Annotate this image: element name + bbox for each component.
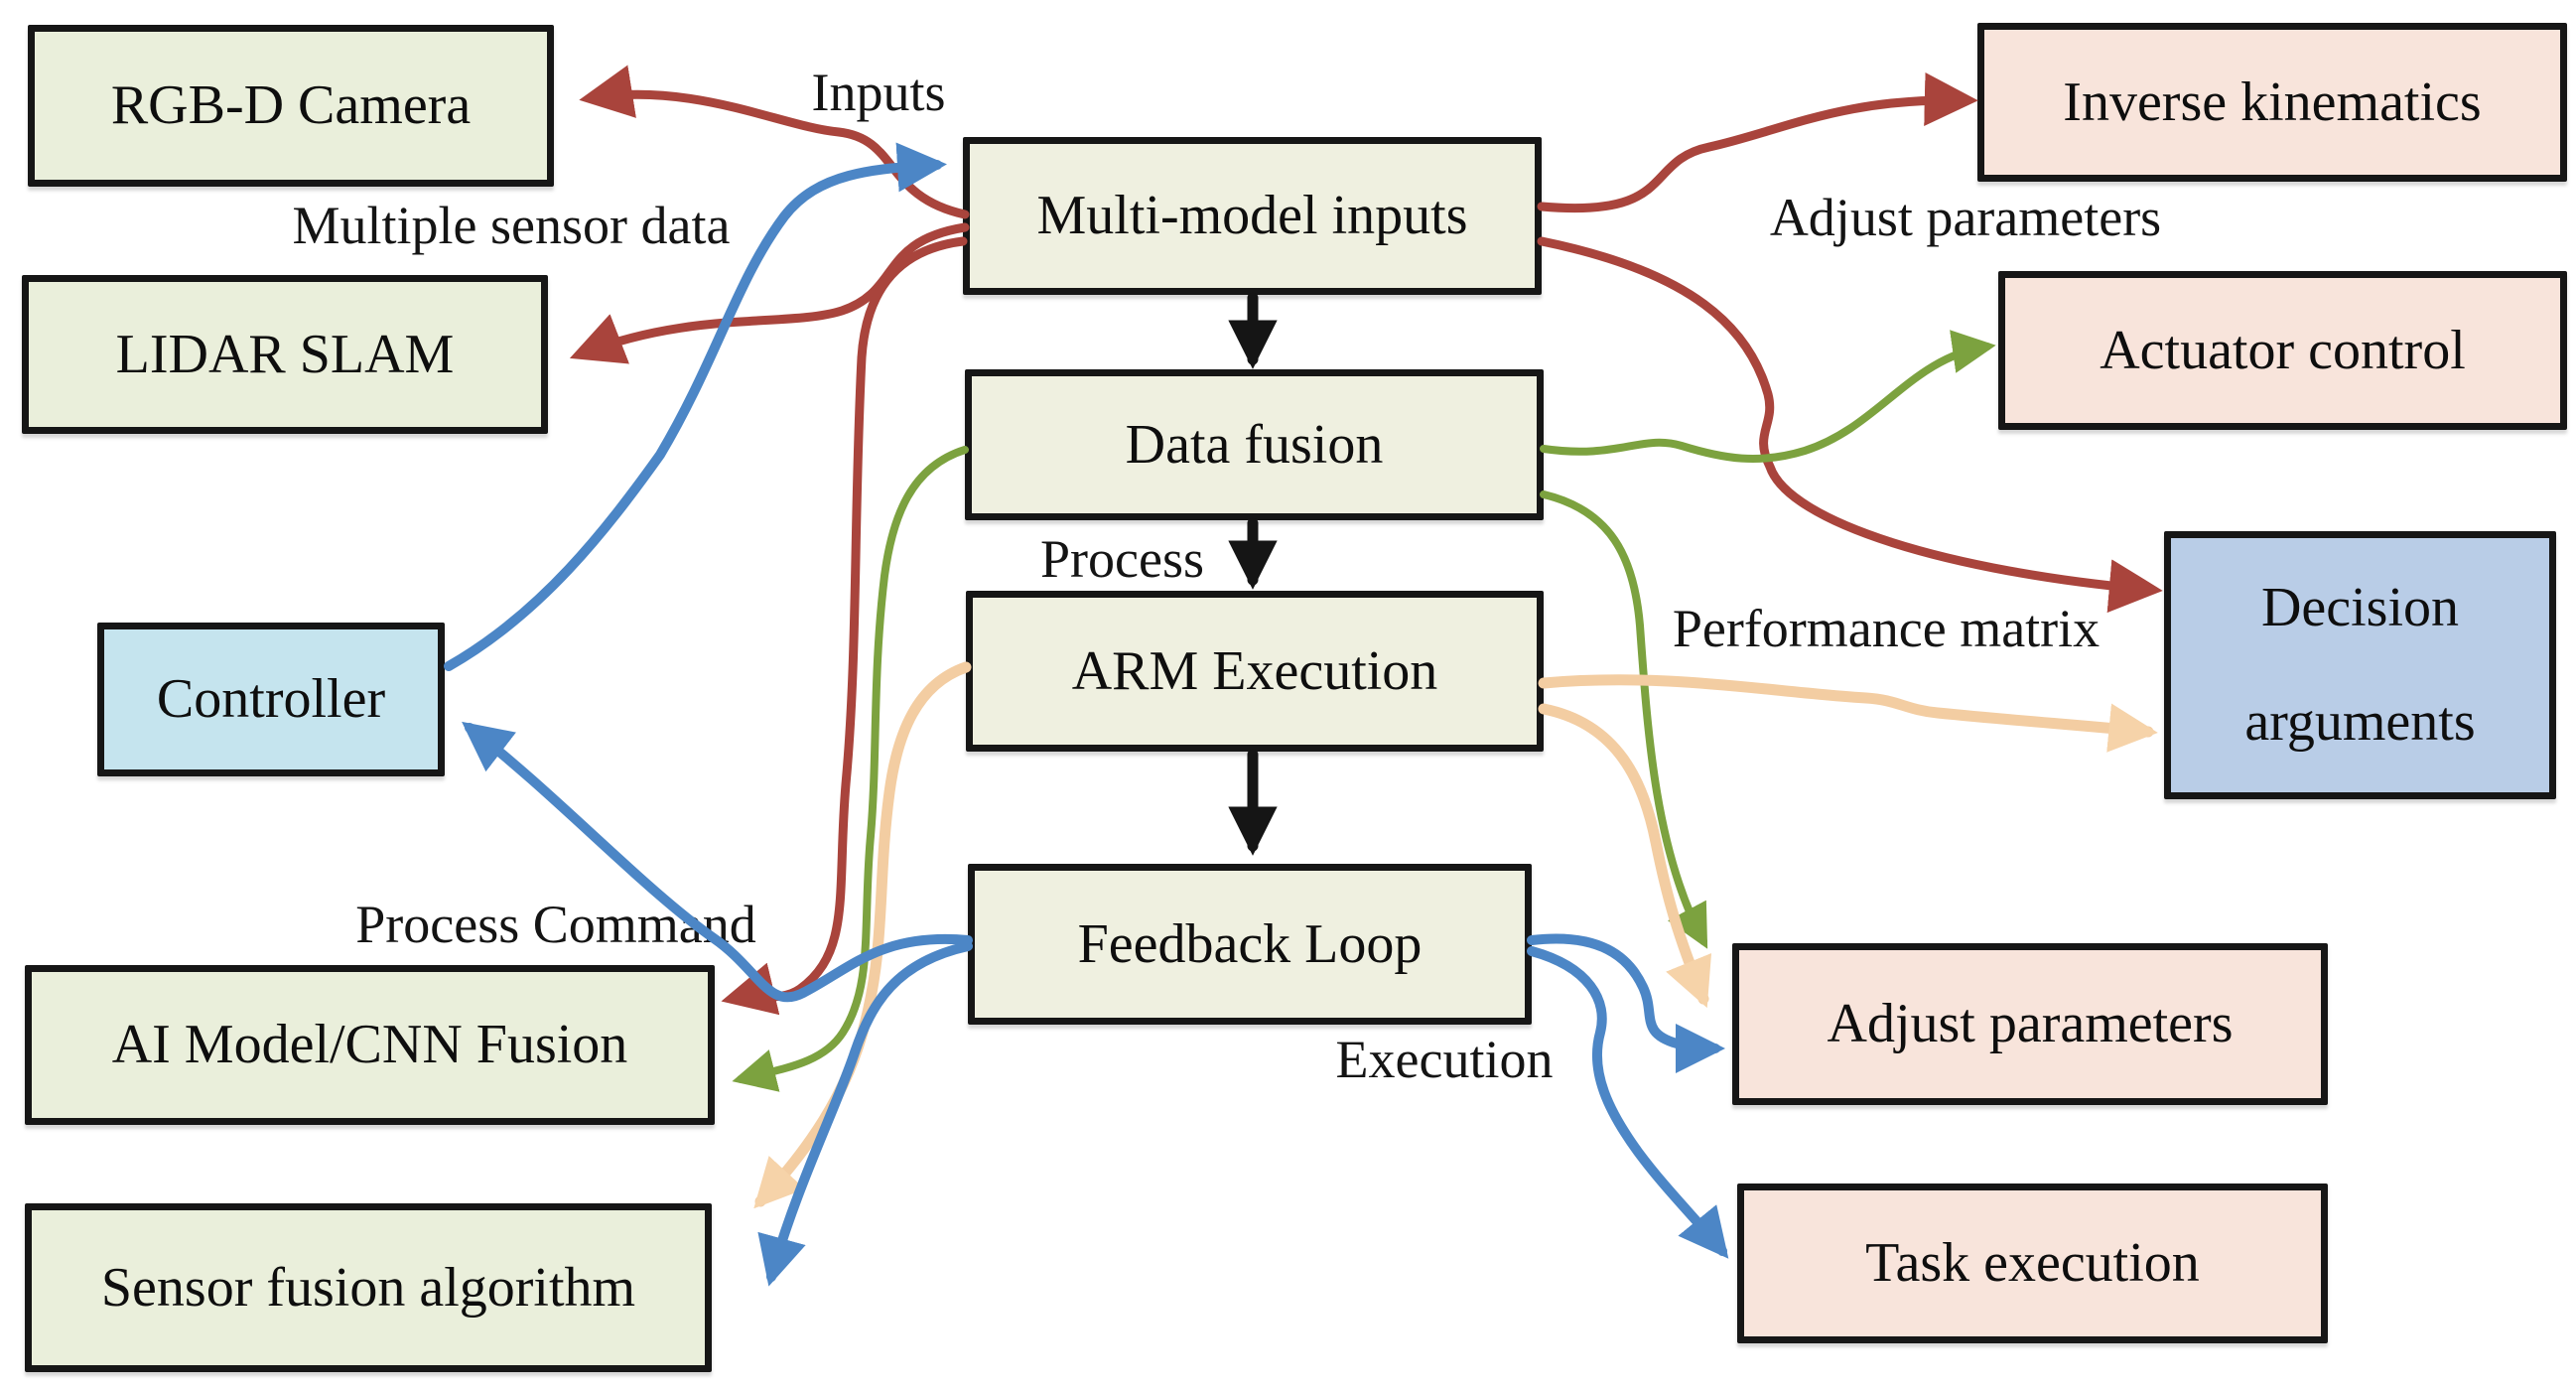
node-label: Actuator control [2100, 319, 2466, 381]
node-arm-execution: ARM Execution [966, 591, 1544, 752]
node-adjust-parameters-box: Adjust parameters [1732, 943, 2328, 1105]
node-label: Inverse kinematics [2063, 70, 2482, 133]
node-label: Sensor fusion algorithm [100, 1256, 636, 1319]
edge-fusion-to-ai-model [732, 446, 969, 1092]
node-decision-arguments: Decision arguments [2164, 531, 2556, 799]
node-label: LIDAR SLAM [115, 323, 455, 385]
node-inverse-kinematics: Inverse kinematics [1977, 23, 2567, 182]
node-sensor-fusion-algorithm: Sensor fusion algorithm [25, 1203, 712, 1372]
node-label: AI Model/CNN Fusion [111, 1014, 628, 1076]
node-controller: Controller [97, 623, 445, 776]
node-data-fusion: Data fusion [965, 369, 1544, 520]
edge-arm-to-adjust [1538, 703, 1712, 1009]
node-label: RGB-D Camera [110, 74, 472, 137]
node-label: Task execution [1865, 1232, 2200, 1295]
node-label: Controller [156, 668, 386, 731]
node-label: Decision arguments [2244, 577, 2476, 753]
edge-multi-to-ai-model [721, 236, 968, 1016]
node-multi-model-inputs: Multi-model inputs [963, 137, 1542, 295]
node-lidar-slam: LIDAR SLAM [22, 275, 548, 434]
edge-fusion-to-actuator [1540, 330, 1996, 464]
process-command-label: Process Command [355, 895, 756, 954]
adjust-parameters-label: Adjust parameters [1769, 188, 2162, 247]
performance-matrix-label: Performance matrix [1672, 599, 2101, 658]
inputs-label: Inputs [811, 63, 946, 122]
node-feedback-loop: Feedback Loop [968, 864, 1532, 1025]
node-ai-model-cnn-fusion: AI Model/CNN Fusion [25, 965, 715, 1125]
node-actuator-control: Actuator control [1998, 271, 2567, 430]
node-label: Feedback Loop [1077, 912, 1423, 975]
node-rgbd-camera: RGB-D Camera [28, 25, 554, 187]
edge-arm-to-decision [1538, 674, 2158, 753]
edge-fusion-to-adjust [1540, 490, 1708, 949]
node-label: Data fusion [1125, 413, 1384, 476]
execution-label: Execution [1335, 1030, 1554, 1089]
node-label: Adjust parameters [1827, 993, 2234, 1055]
edge-feedback-to-sensor-fusion [757, 941, 973, 1287]
edge-feedback-to-task [1527, 946, 1729, 1259]
node-task-execution: Task execution [1737, 1183, 2328, 1343]
edge-feedback-to-controller [462, 721, 973, 1003]
node-label: Multi-model inputs [1036, 185, 1468, 247]
node-label: ARM Execution [1071, 639, 1438, 702]
multiple-sensor-data-label: Multiple sensor data [292, 196, 731, 255]
process-label: Process [1040, 529, 1204, 589]
